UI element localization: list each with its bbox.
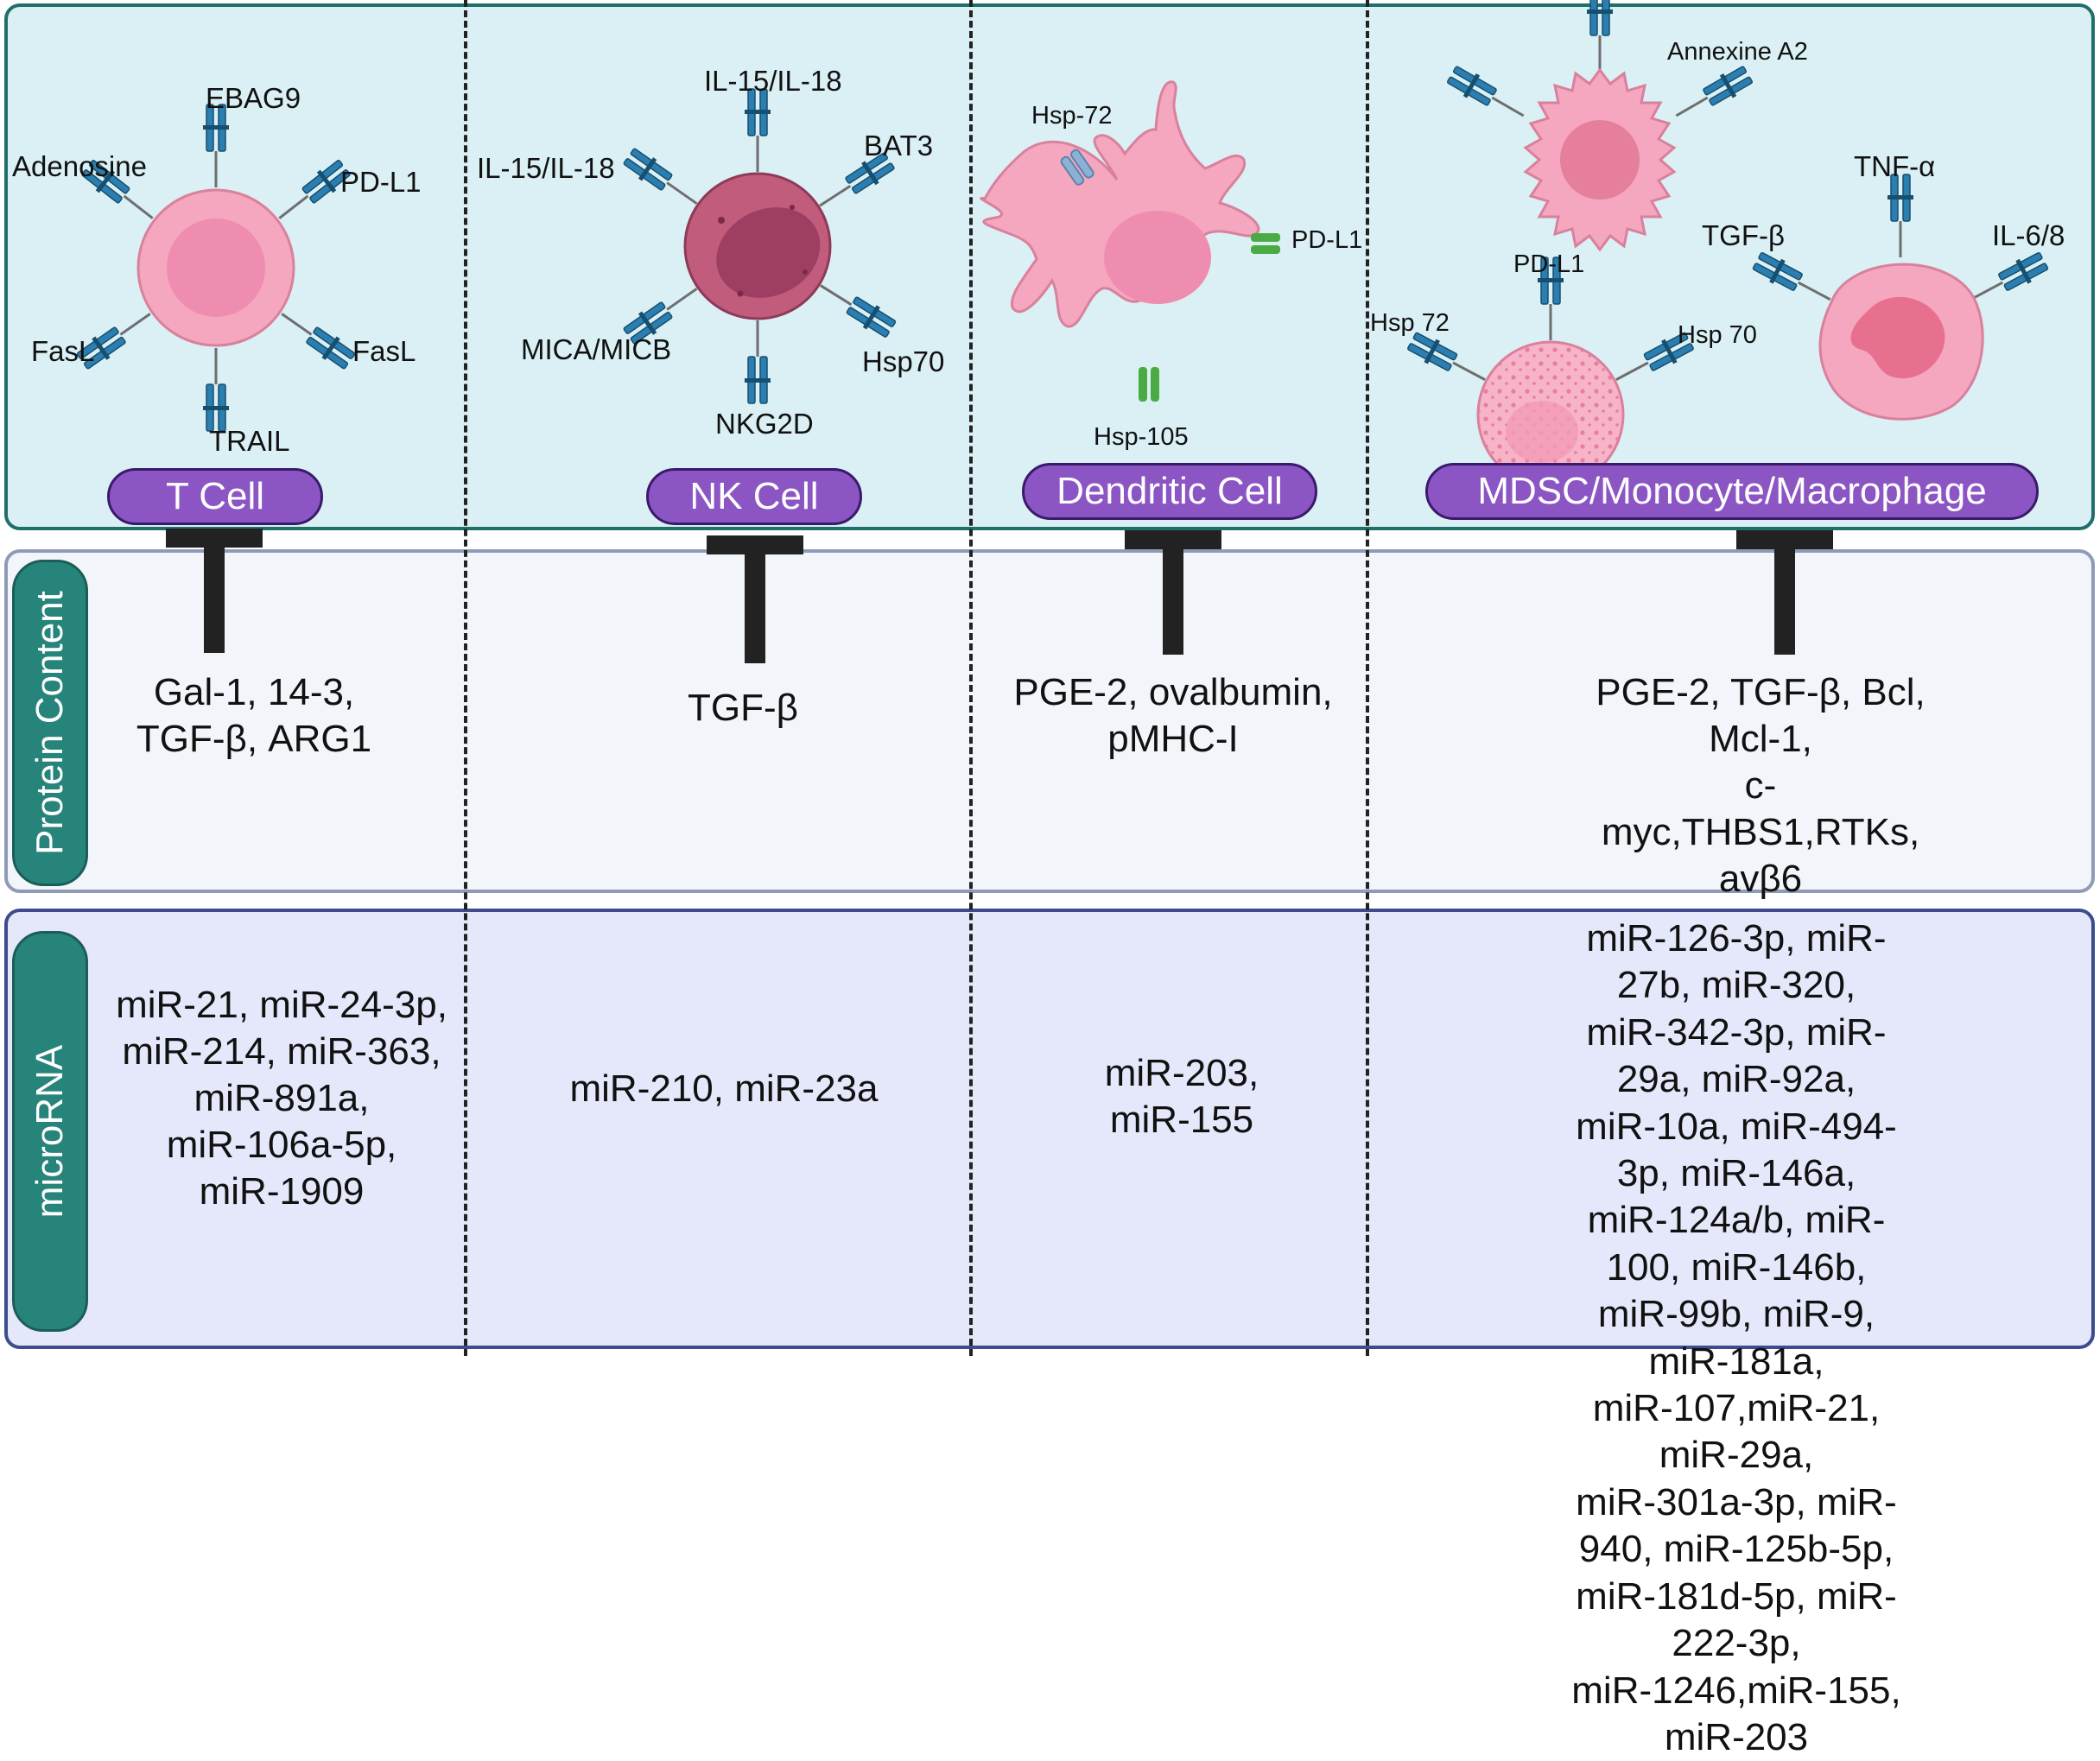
protein-content-nk-cell: TGF-β (688, 687, 798, 729)
receptor-label: Adenosine (12, 150, 147, 182)
inhibition-stem (745, 554, 765, 663)
receptor-label: Hsp70 (862, 345, 945, 377)
microrna-dendritic-cell: miR-203, miR-155 (1104, 1052, 1259, 1141)
receptor-label: PD-L1 (1513, 250, 1585, 278)
t-cell-icon (73, 103, 358, 433)
inhibition-stem (1163, 549, 1183, 655)
receptor-label: MICA/MICB (521, 333, 672, 365)
receptor-label: FasL (31, 335, 95, 367)
inhibition-stem (204, 548, 225, 653)
cell-label-mdsc: MDSC/Monocyte/Macrophage (1425, 463, 2039, 520)
receptor-label: Hsp-105 (1094, 423, 1189, 451)
protein-content-panel (4, 549, 2095, 893)
mdsc-cell-icon (1443, 0, 1756, 252)
monocyte-icon (1404, 256, 1697, 489)
inhibition-bar (166, 529, 263, 548)
microrna-mdsc: miR-126-3p, miR-27b, miR-320, miR-342-3p… (1571, 917, 1901, 1758)
receptor-label: Hsp 70 (1678, 321, 1757, 349)
receptor-label: BAT3 (864, 130, 934, 162)
macrophage-icon (1749, 173, 2052, 421)
receptor-label: PD-L1 (1291, 226, 1363, 254)
protein-content-dendritic-cell: PGE-2, ovalbumin, pMHC-I (1013, 671, 1333, 760)
microrna-nk-cell: miR-210, miR-23a (569, 1067, 879, 1110)
microrna-panel (4, 909, 2095, 1349)
receptor-label: PD-L1 (340, 166, 422, 198)
protein-content-mdsc: PGE-2, TGF-β, Bcl, Mcl-1, c-myc,THBS1,RT… (1596, 671, 1926, 900)
nk-cell-icon (619, 87, 899, 405)
protein-content-t-cell: Gal-1, 14-3, TGF-β, ARG1 (136, 671, 372, 760)
inhibition-stem (1774, 549, 1795, 655)
protein-content-tab: Protein Content (12, 560, 88, 886)
inhibition-bar (1125, 530, 1221, 549)
inhibition-bar (707, 535, 803, 554)
receptor-label: TRAIL (209, 425, 290, 457)
protein-content-label: Protein Content (29, 591, 71, 855)
microrna-tab: microRNA (12, 931, 88, 1332)
cell-label-t-cell: T Cell (107, 468, 323, 525)
column-divider (969, 0, 973, 1356)
cell-label-dendritic-cell: Dendritic Cell (1022, 463, 1317, 520)
receptor-label: Annexine A2 (1667, 38, 1808, 66)
column-divider (464, 0, 467, 1356)
receptor-label: TNF-α (1854, 150, 1936, 182)
microrna-label: microRNA (29, 1044, 71, 1219)
receptor-label: NKG2D (715, 408, 814, 440)
receptor-label: FasL (352, 335, 416, 367)
receptor-label: Hsp 72 (1370, 309, 1450, 337)
receptor-label: Hsp-72 (1031, 102, 1113, 130)
cell-label-nk-cell: NK Cell (646, 468, 862, 525)
receptor-label: EBAG9 (206, 82, 301, 114)
receptor-label: IL-15/IL-18 (704, 65, 842, 97)
column-divider (1366, 0, 1369, 1356)
microrna-t-cell: miR-21, miR-24-3p, miR-214, miR-363, miR… (116, 984, 447, 1213)
cell-illustrations (73, 0, 2052, 489)
inhibition-bar (1736, 530, 1833, 549)
receptor-label: IL-15/IL-18 (477, 152, 615, 184)
receptor-label: IL-6/8 (1992, 219, 2065, 251)
dendritic-cell-icon (980, 80, 1280, 402)
receptor-label: TGF-β (1702, 219, 1785, 251)
